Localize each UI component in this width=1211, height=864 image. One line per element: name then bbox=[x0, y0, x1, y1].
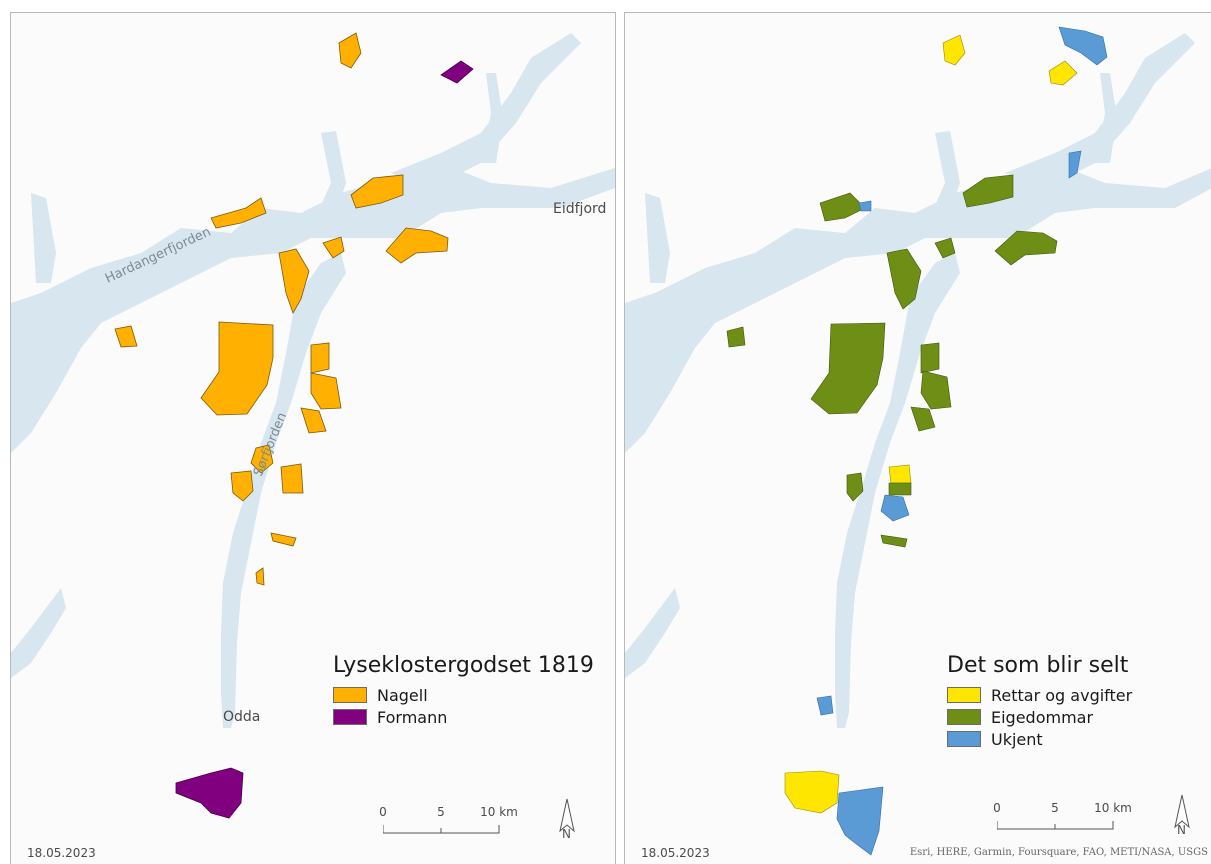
legend-swatch-rettar bbox=[947, 687, 981, 703]
rettar-parcels[interactable] bbox=[730, 34, 1078, 814]
scale-bar-line bbox=[383, 825, 500, 834]
scale-tick-label: 5 bbox=[437, 805, 445, 819]
legend-swatch-nagell bbox=[333, 687, 367, 703]
legend-right: Det som blir selt Rettar og avgifter Eig… bbox=[947, 653, 1132, 750]
formann-parcels[interactable] bbox=[175, 60, 474, 819]
map-canvas-left[interactable] bbox=[11, 13, 615, 864]
north-label: N bbox=[562, 827, 571, 841]
sorfjorden-water bbox=[221, 253, 346, 728]
hardangerfjorden-water bbox=[11, 163, 615, 453]
southwest-water bbox=[625, 588, 680, 678]
north-arrow-icon: N bbox=[1169, 793, 1195, 839]
northeast-branch-water bbox=[391, 33, 581, 188]
legend-item-nagell: Nagell bbox=[333, 684, 594, 706]
west-inlet-water bbox=[645, 193, 670, 283]
scale-tick-label: 0 bbox=[379, 805, 387, 819]
scale-tick-label: 10 km bbox=[480, 805, 518, 819]
scale-tick-label: 5 bbox=[1051, 801, 1059, 815]
legend-title: Det som blir selt bbox=[947, 653, 1129, 678]
map-date: 18.05.2023 bbox=[641, 846, 710, 860]
legend-item-ukjent: Ukjent bbox=[947, 728, 1132, 750]
legend-left: Lyseklostergodset 1819 Nagell Formann bbox=[333, 653, 594, 728]
eigedommar-parcels[interactable] bbox=[726, 174, 1058, 548]
legend-item-eigedommar: Eigedommar bbox=[947, 706, 1132, 728]
scale-bar-left: 0 5 10 km bbox=[379, 805, 533, 839]
map-canvas-right[interactable] bbox=[625, 13, 1211, 864]
northeast-branch-water bbox=[1005, 33, 1195, 188]
ukjent-parcels[interactable] bbox=[816, 26, 1108, 856]
northwest-inlet-water bbox=[311, 131, 346, 233]
north-inlet-water bbox=[481, 73, 503, 163]
legend-item-rettar: Rettar og avgifter bbox=[947, 684, 1132, 706]
legend-label: Ukjent bbox=[991, 729, 1043, 749]
legend-label: Eigedommar bbox=[991, 707, 1094, 727]
west-inlet-water bbox=[31, 193, 56, 283]
water-layer bbox=[625, 33, 1211, 728]
map-attribution: Esri, HERE, Garmin, Foursquare, FAO, MET… bbox=[909, 847, 1208, 858]
legend-label: Formann bbox=[377, 707, 448, 727]
legend-label: Nagell bbox=[377, 685, 428, 705]
nagell-parcels[interactable] bbox=[114, 32, 449, 586]
place-label-eidfjord: Eidfjord bbox=[553, 201, 607, 217]
scale-tick-label: 0 bbox=[993, 801, 1001, 815]
north-inlet-water bbox=[1095, 73, 1117, 163]
map-date: 18.05.2023 bbox=[27, 846, 96, 860]
legend-item-formann: Formann bbox=[333, 706, 594, 728]
north-label: N bbox=[1177, 823, 1186, 837]
north-arrow-icon: N bbox=[554, 797, 580, 843]
place-label-odda: Odda bbox=[223, 709, 261, 725]
southwest-water bbox=[11, 588, 66, 678]
scale-bar-right: 0 5 10 km bbox=[993, 801, 1147, 835]
legend-swatch-ukjent bbox=[947, 731, 981, 747]
sorfjorden-water bbox=[835, 253, 960, 728]
map-panel-left[interactable]: Eidfjord Odda Hardangerfjorden Sørfjorde… bbox=[10, 12, 616, 864]
legend-label: Rettar og avgifter bbox=[991, 685, 1133, 705]
legend-swatch-formann bbox=[333, 709, 367, 725]
northwest-inlet-water bbox=[925, 131, 960, 233]
legend-swatch-eigedommar bbox=[947, 709, 981, 725]
hardangerfjorden-water bbox=[625, 163, 1211, 453]
legend-title: Lyseklostergodset 1819 bbox=[333, 653, 594, 678]
scale-tick-label: 10 km bbox=[1094, 801, 1132, 815]
scale-bar-line bbox=[997, 821, 1114, 830]
map-panel-right[interactable]: Det som blir selt Rettar og avgifter Eig… bbox=[624, 12, 1211, 864]
water-layer bbox=[11, 33, 615, 728]
